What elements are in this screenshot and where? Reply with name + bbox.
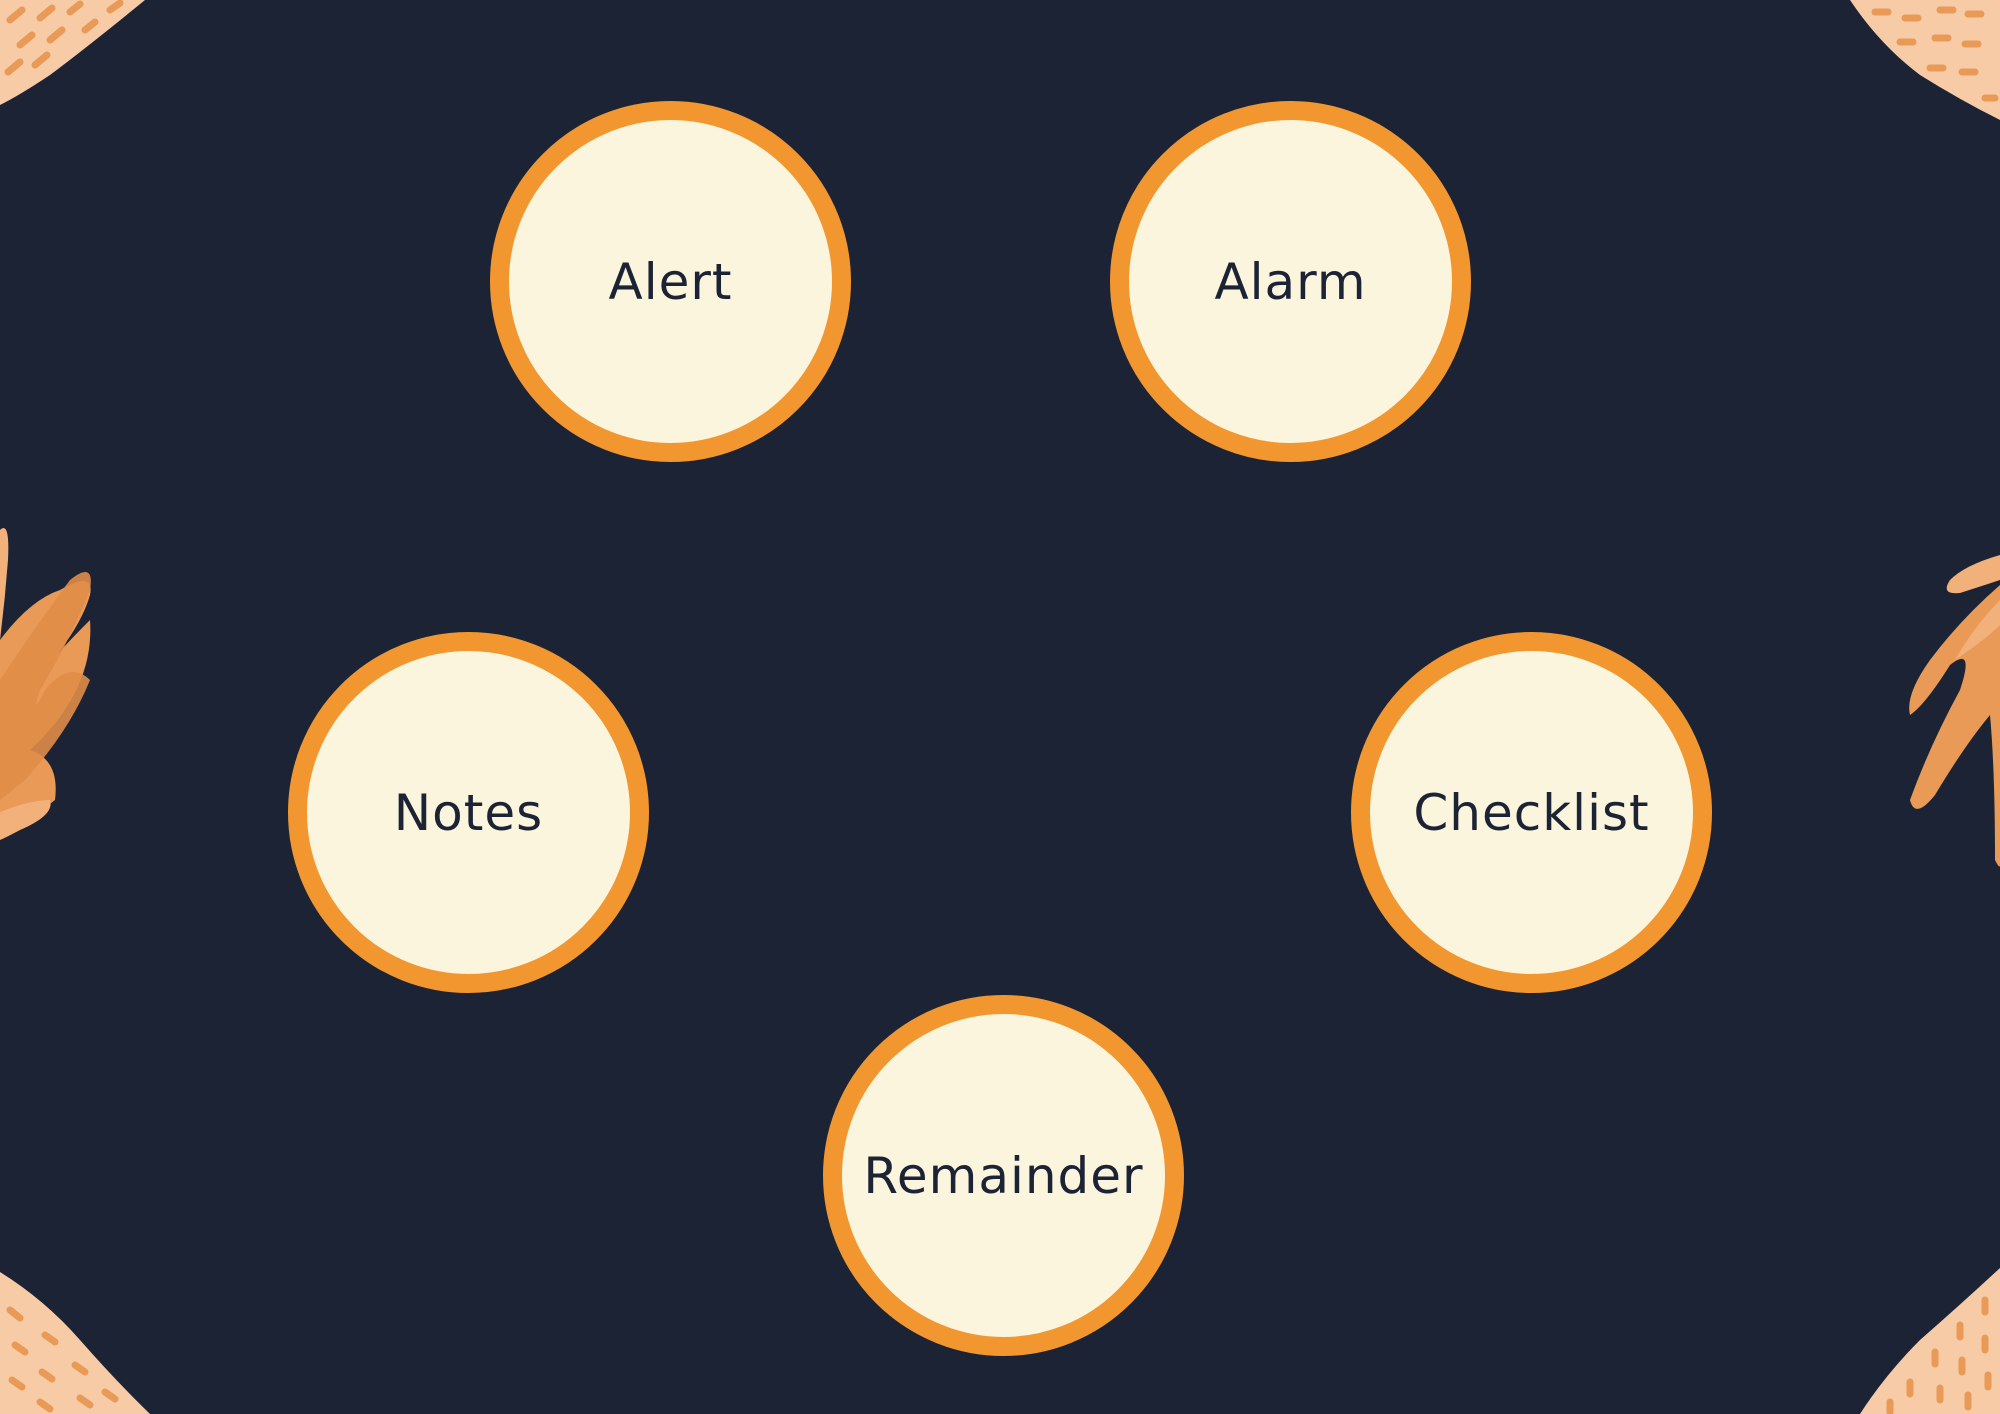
corner-pattern-top-left <box>0 0 145 105</box>
corner-pattern-bottom-left <box>0 1272 150 1414</box>
tile-label-alert: Alert <box>608 252 733 311</box>
corner-pattern-top-right <box>1850 0 2000 120</box>
corner-pattern-bottom-right <box>1860 1268 2000 1414</box>
tile-alarm[interactable]: Alarm <box>1110 101 1471 462</box>
tile-checklist[interactable]: Checklist <box>1351 632 1712 993</box>
tile-label-notes: Notes <box>393 783 544 842</box>
leaf-decoration-right <box>1909 555 2000 867</box>
tile-label-remainder: Remainder <box>863 1146 1144 1205</box>
tile-remainder[interactable]: Remainder <box>823 995 1184 1356</box>
tile-notes[interactable]: Notes <box>288 632 649 993</box>
tile-alert[interactable]: Alert <box>490 101 851 462</box>
tile-label-checklist: Checklist <box>1413 783 1650 842</box>
leaf-decoration-left <box>0 528 91 840</box>
tile-label-alarm: Alarm <box>1214 252 1367 311</box>
